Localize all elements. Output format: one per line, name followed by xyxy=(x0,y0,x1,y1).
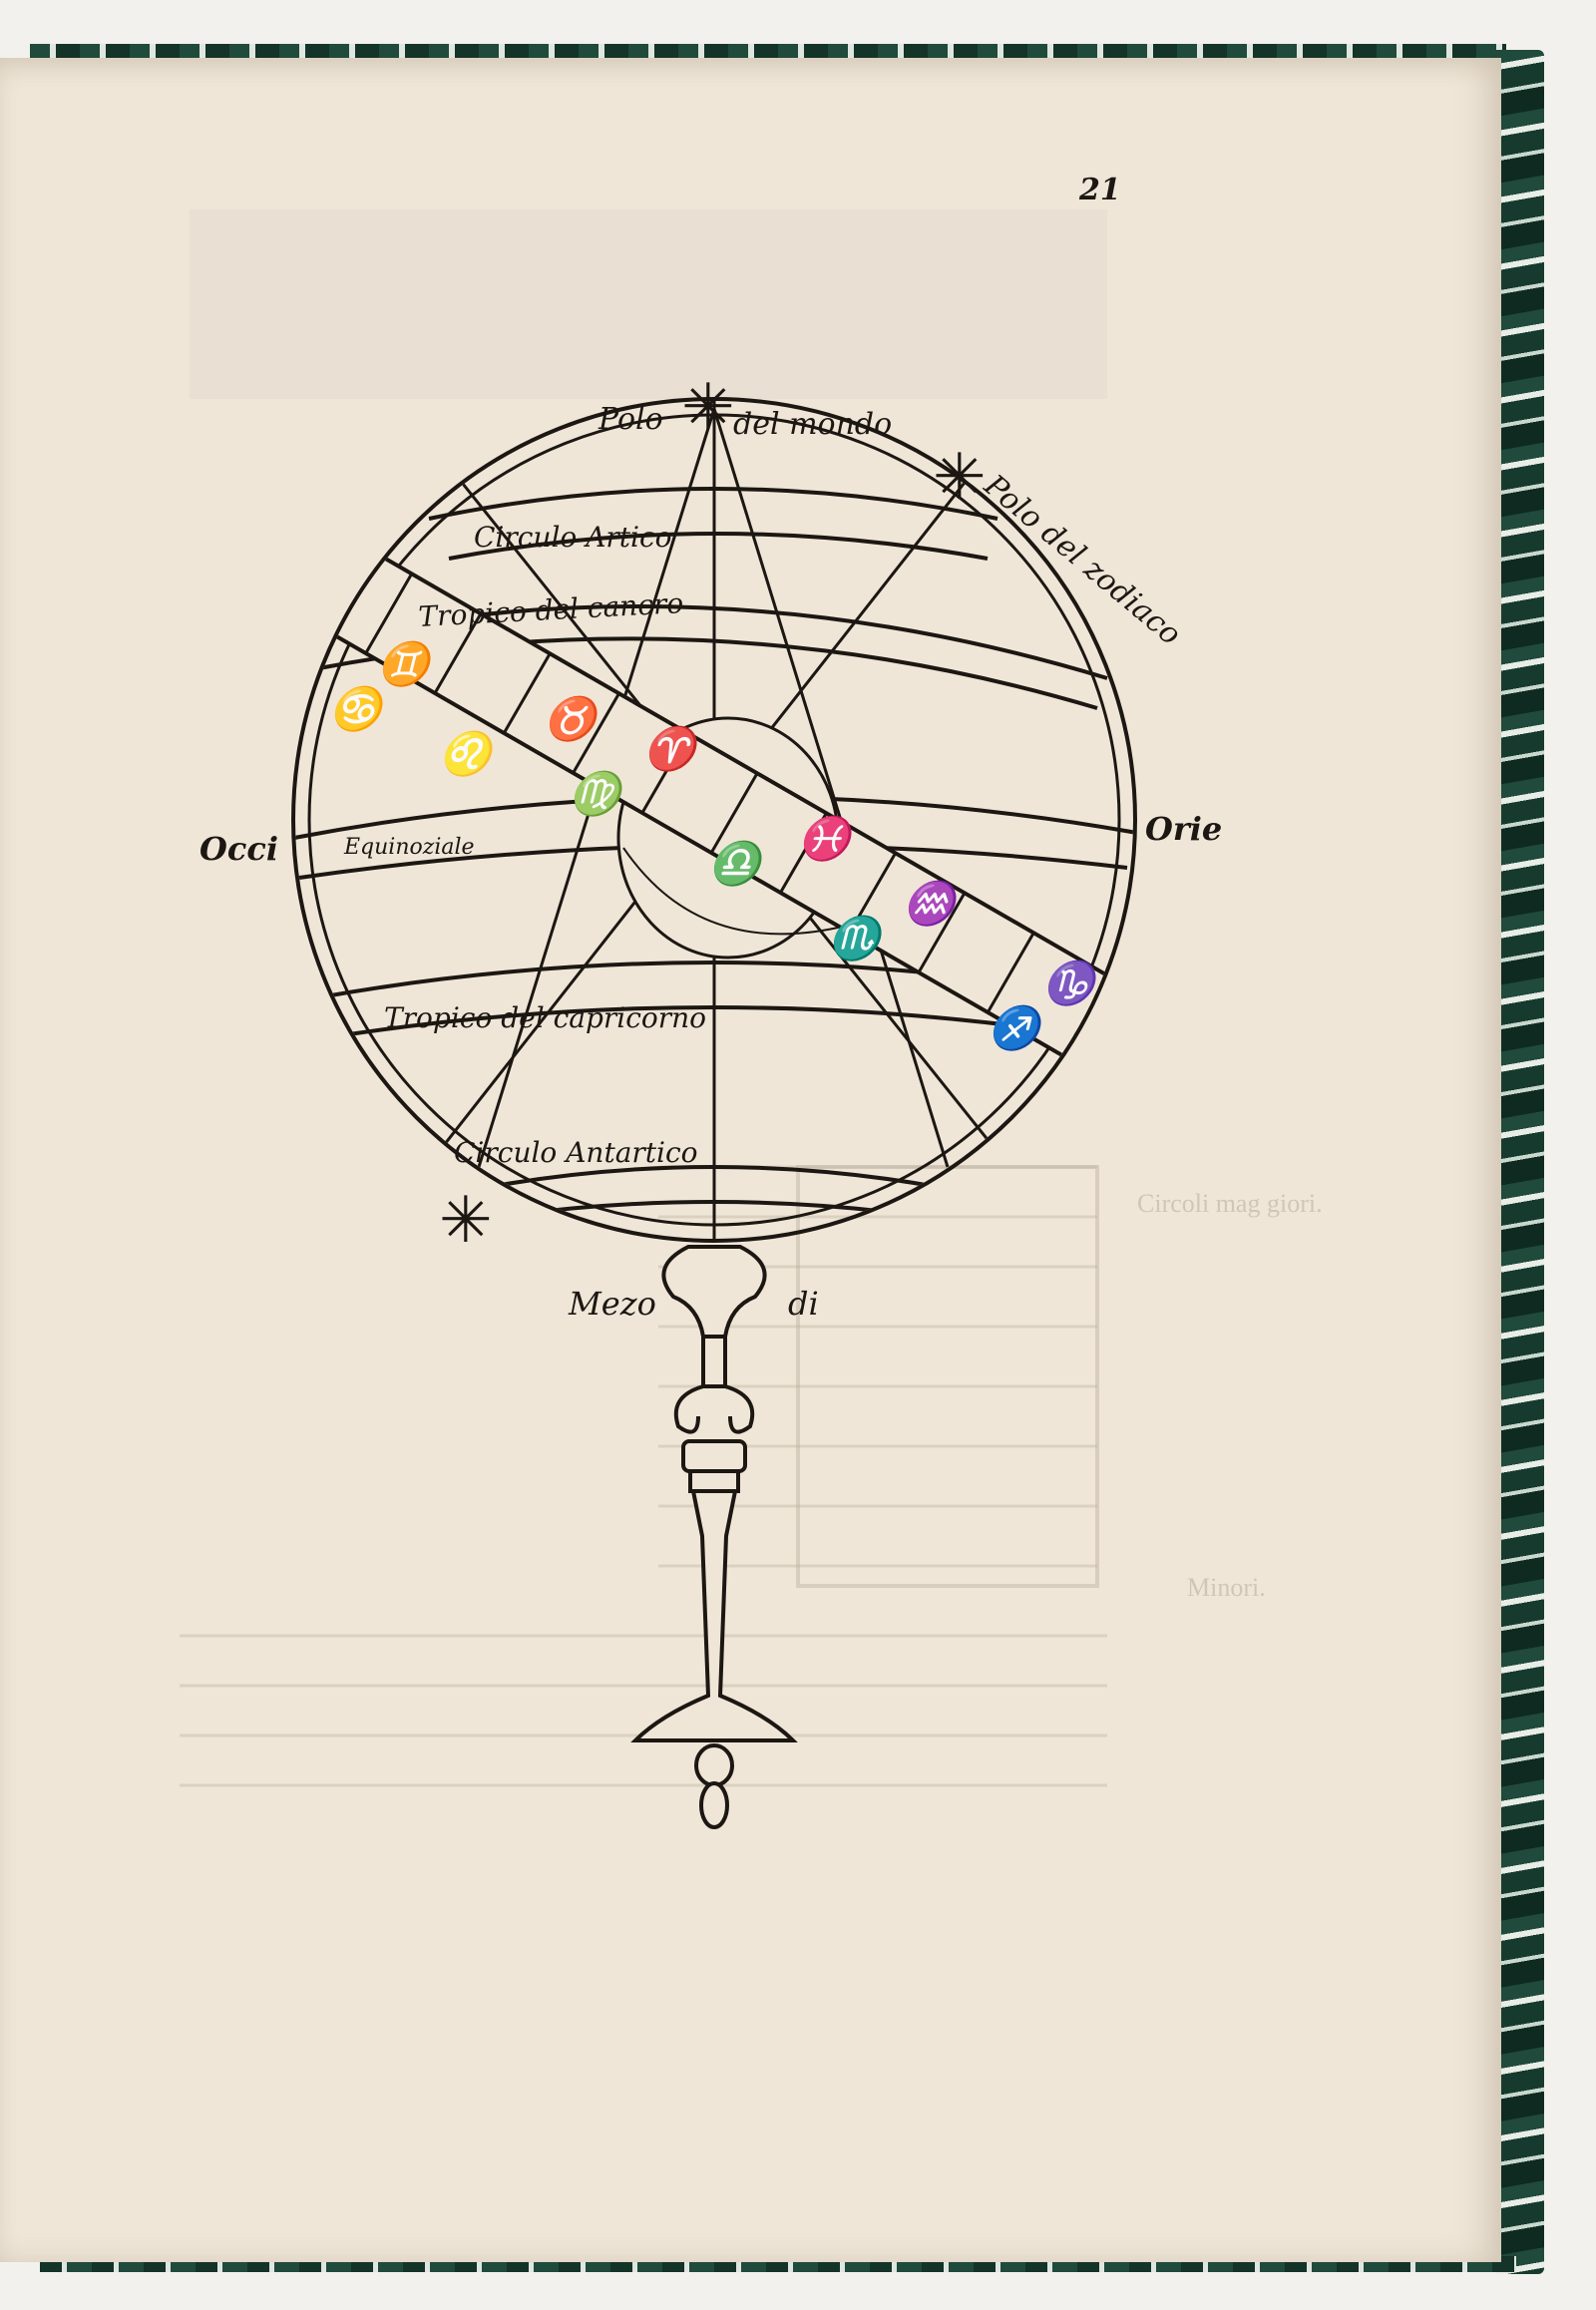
label-equinoziale: Equinoziale xyxy=(343,835,475,860)
sign-cancer: ♋ xyxy=(329,684,389,733)
sign-pisces: ♓ xyxy=(798,814,858,863)
sign-aries: ♈ xyxy=(643,724,703,773)
label-tropico-capricorno: Tropico del capricorno xyxy=(384,1001,706,1034)
sign-leo: ♌ xyxy=(439,729,499,778)
margin-note-minor: Minori. xyxy=(1187,1573,1266,1602)
star-south-pole-icon: ✳ xyxy=(439,1184,493,1258)
sign-taurus: ♉ xyxy=(544,694,603,743)
label-occidente: Occi xyxy=(200,830,278,868)
star-zodiac-pole-icon: ✳ xyxy=(933,441,987,515)
label-polo-zodiaco: Polo del zodiaco xyxy=(977,468,1188,652)
sign-capricorn: ♑ xyxy=(1042,959,1102,1007)
label-oriente: Orie xyxy=(1145,810,1222,848)
margin-note-major: Circoli mag giori. xyxy=(1137,1189,1323,1218)
outer-meridian xyxy=(291,397,1137,1243)
label-tropico-cancro: Tropico del cancro xyxy=(418,586,684,633)
label-di: di xyxy=(788,1285,819,1323)
marbled-board-edge xyxy=(1496,50,1544,2274)
marbled-board-top xyxy=(30,44,1506,60)
page-number: 21 xyxy=(1078,173,1121,207)
label-polo: Polo xyxy=(598,402,663,437)
sign-aquarius: ♒ xyxy=(903,879,963,928)
sign-libra: ♎ xyxy=(708,839,768,888)
antarctic-band xyxy=(488,1165,939,1189)
zodiac-signs: ♊ ♋ ♉ ♌ ♈ ♍ ♓ ♎ ♒ ♏ ♑ ♐ xyxy=(329,639,1102,1052)
sign-sagittarius: ♐ xyxy=(988,1003,1047,1052)
sign-virgo: ♍ xyxy=(569,769,628,818)
arctic-circle-band xyxy=(428,487,998,521)
label-circulo-antartico: Circulo Antartico xyxy=(454,1136,698,1169)
star-world-pole-icon: ✳ xyxy=(681,371,735,445)
sphere-stand xyxy=(630,1245,798,1829)
book-page xyxy=(0,58,1501,2262)
sign-gemini: ♊ xyxy=(377,639,437,688)
sign-scorpio: ♏ xyxy=(828,914,888,962)
label-mezo: Mezo xyxy=(568,1285,656,1323)
label-del-mondo: del mondo xyxy=(733,407,892,442)
label-circulo-artico: Circulo Artico xyxy=(474,521,672,554)
